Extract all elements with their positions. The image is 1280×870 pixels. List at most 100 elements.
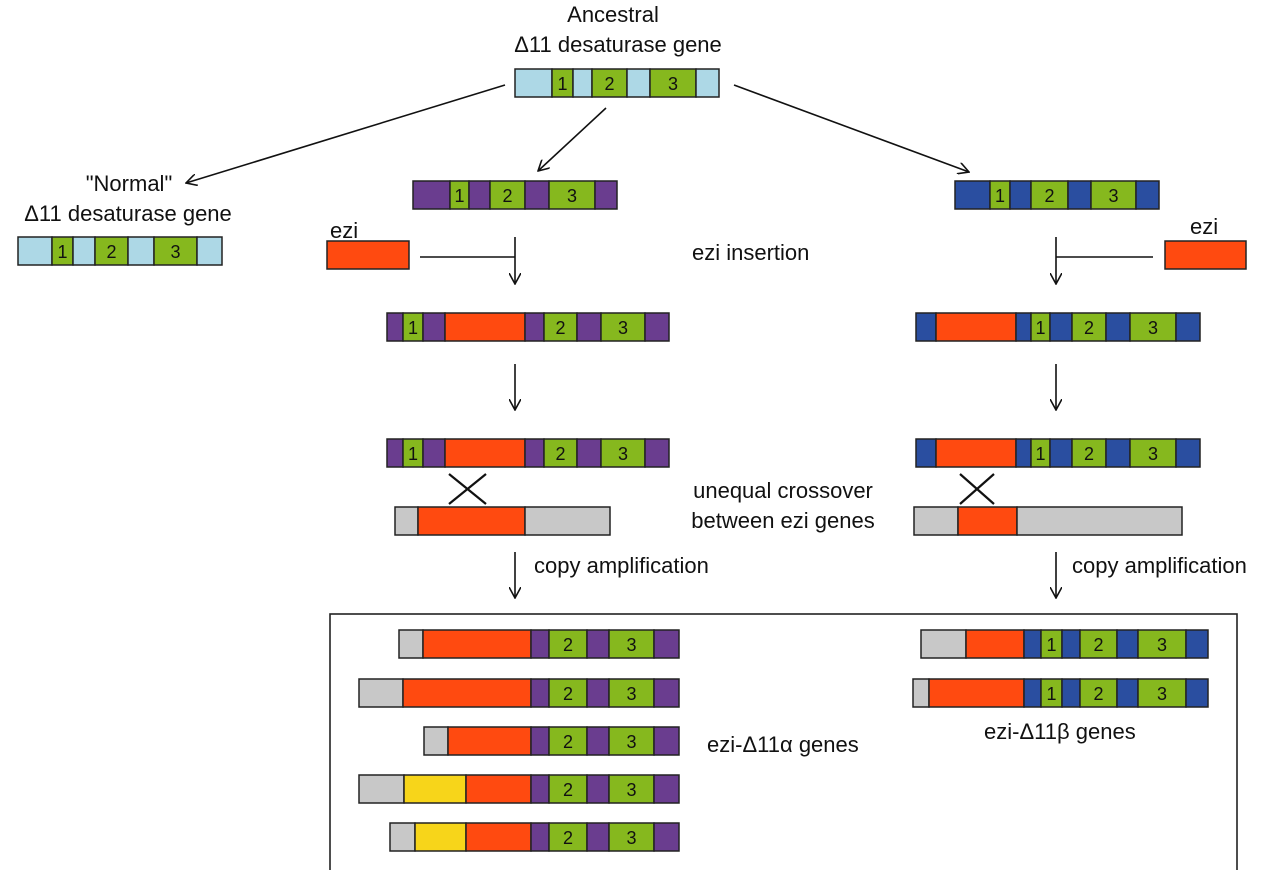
exon-number: 1 — [1046, 684, 1056, 704]
gray-segment — [394, 506, 419, 536]
alpha-segment — [594, 180, 618, 210]
alpha-segment — [653, 774, 680, 804]
exon-number: 3 — [1108, 186, 1118, 206]
exon-number: 2 — [555, 444, 565, 464]
alpha-segment — [530, 822, 550, 852]
exon-number: 2 — [1093, 684, 1103, 704]
beta-segment — [1116, 629, 1139, 659]
ezi-segment — [417, 506, 526, 536]
gray-segment — [1016, 506, 1183, 536]
exon-segment — [600, 438, 646, 468]
exon-number: 1 — [995, 186, 1005, 206]
ezi-segment — [326, 240, 410, 270]
exon-number: 3 — [618, 318, 628, 338]
ancestral-segment — [17, 236, 53, 266]
alpha-segment — [576, 312, 602, 342]
alpha-segment — [524, 180, 550, 210]
alpha-segment — [653, 629, 680, 659]
exon-segment — [608, 726, 655, 756]
gray-segment — [524, 506, 611, 536]
beta-partner-strand — [913, 506, 1183, 536]
beta-segment — [1105, 312, 1131, 342]
beta-segment — [1049, 312, 1073, 342]
ezi-segment — [422, 629, 532, 659]
arrow-to-alpha-lineage — [538, 107, 607, 171]
crossover-x-right — [959, 473, 995, 505]
gray-segment — [389, 822, 416, 852]
alpha-segment — [576, 438, 602, 468]
beta-segment — [1015, 312, 1032, 342]
beta-segment — [1175, 312, 1201, 342]
beta-genes-label: ezi-Δ11β genes — [984, 719, 1136, 744]
crossover-label-line2: between ezi genes — [691, 508, 874, 533]
ezi-segment — [1164, 240, 1247, 270]
beta-segment — [915, 312, 937, 342]
exon-segment — [1137, 629, 1187, 659]
beta-segment — [1116, 678, 1139, 708]
exon-number: 3 — [1148, 318, 1158, 338]
beta-segment — [1135, 180, 1160, 210]
beta-segment — [954, 180, 991, 210]
gray-segment — [913, 506, 959, 536]
exon-number: 3 — [626, 635, 636, 655]
alpha-segment — [586, 774, 610, 804]
alpha-segment — [386, 312, 404, 342]
exon-number: 1 — [408, 318, 418, 338]
alpha-segment — [524, 312, 545, 342]
exon-number: 2 — [106, 242, 116, 262]
alpha-segment — [524, 438, 545, 468]
alpha-segment — [422, 312, 446, 342]
copy-amplification-left: copy amplification — [534, 553, 709, 578]
exon-segment — [608, 774, 655, 804]
alpha-segment — [644, 438, 670, 468]
exon-segment — [1129, 312, 1177, 342]
exon-segment — [1090, 180, 1137, 210]
arrow-to-beta-lineage — [733, 84, 969, 172]
exon-segment — [153, 236, 198, 266]
normal-label-line2: Δ11 desaturase gene — [24, 201, 232, 226]
exon-number: 1 — [1046, 635, 1056, 655]
ezi-segment — [447, 726, 532, 756]
ezi-segment — [465, 774, 532, 804]
exon-number: 2 — [563, 780, 573, 800]
ezi-segment — [935, 312, 1017, 342]
crossover-x-left — [448, 473, 487, 505]
ancestral-segment — [572, 68, 593, 98]
exon-number: 1 — [57, 242, 67, 262]
alpha-segment — [586, 726, 610, 756]
exon-number: 2 — [502, 186, 512, 206]
exon-segment — [600, 312, 646, 342]
exon-segment — [548, 822, 588, 852]
beta-segment — [1175, 438, 1201, 468]
beta-segment — [1015, 438, 1032, 468]
beta-segment — [915, 438, 937, 468]
exon-number: 2 — [555, 318, 565, 338]
gray-segment — [398, 629, 424, 659]
ancestral-label-line1: Ancestral — [567, 2, 659, 27]
exon-number: 2 — [1044, 186, 1054, 206]
beta-segment — [1023, 678, 1042, 708]
exon-number: 3 — [1157, 684, 1167, 704]
exon-number: 3 — [626, 732, 636, 752]
alpha-genes-label: ezi-Δ11α genes — [707, 732, 859, 757]
ezi-segment — [402, 678, 532, 708]
beta-segment — [1185, 678, 1209, 708]
exon-number: 3 — [626, 828, 636, 848]
beta-segment — [1009, 180, 1032, 210]
crossover-label-line1: unequal crossover — [693, 478, 873, 503]
alpha-segment — [386, 438, 404, 468]
yellow-segment — [414, 822, 467, 852]
gray-segment — [920, 629, 967, 659]
ezi-segment — [444, 438, 526, 468]
ezi-label-right: ezi — [1190, 214, 1218, 239]
exon-number: 3 — [668, 74, 678, 94]
alpha-segment — [422, 438, 446, 468]
